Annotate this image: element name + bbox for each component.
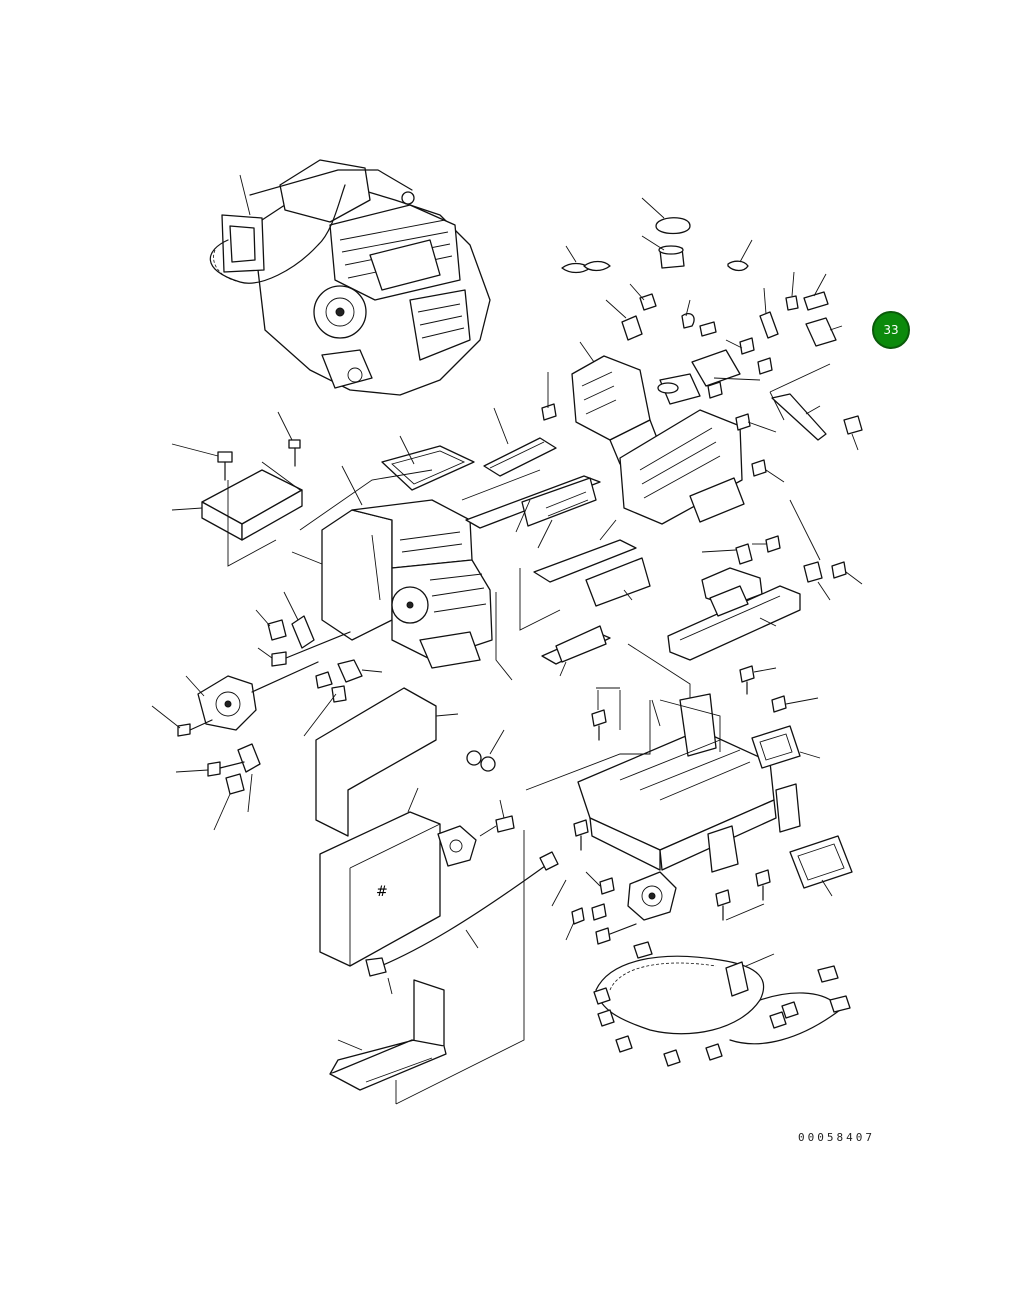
- gasket-frame-1: [751, 725, 821, 769]
- callout-badge[interactable]: 33: [872, 311, 910, 349]
- blower-housing-right: [619, 373, 745, 525]
- wire-harness: [593, 941, 851, 1067]
- servo-motor: [151, 661, 319, 737]
- evaporator-case-upper: [315, 687, 459, 837]
- duct-connector: [571, 341, 661, 465]
- clip-right: [681, 299, 717, 337]
- ring-clamp: [641, 197, 691, 235]
- air-mix-door: [465, 475, 601, 549]
- assembly-guide-lines: [523, 699, 721, 930]
- drain-pan: [329, 930, 525, 1105]
- resistor-block: [605, 283, 657, 341]
- gasket-frame-2: [789, 835, 853, 897]
- link-arms: [759, 271, 863, 451]
- clip-small-right: [789, 499, 863, 601]
- grommet: [466, 729, 505, 772]
- thermistor-wire: [365, 851, 559, 995]
- duct-defroster: [667, 585, 801, 661]
- assembled-hvac-unit: [209, 159, 491, 396]
- foam-seal-1: [381, 435, 475, 491]
- vent-door-lower: [541, 625, 611, 677]
- screws-lower: [573, 665, 819, 921]
- lever-link-left: [175, 743, 261, 831]
- guide-lines: [461, 469, 691, 702]
- bolt-1: [171, 443, 233, 481]
- blower-motor: [551, 871, 677, 945]
- drawing-number: 00058407: [798, 1131, 875, 1144]
- bolt-2: [277, 411, 301, 467]
- svg-text:#: #: [376, 884, 388, 900]
- filter-cup: [641, 235, 685, 269]
- filter-plate-1: [483, 372, 557, 477]
- small-parts-left: [255, 591, 383, 737]
- lower-case: [577, 693, 801, 873]
- hose-clip-1: [561, 245, 611, 274]
- control-module: [171, 461, 303, 567]
- bracket-upper: [691, 349, 761, 387]
- evaporator-core: #: [319, 787, 441, 967]
- heater-unit-body: [291, 465, 493, 669]
- mode-door: [533, 519, 651, 607]
- hose-clip-2: [727, 239, 753, 272]
- screws-right-upper: [707, 337, 785, 483]
- expansion-valve: [437, 799, 515, 867]
